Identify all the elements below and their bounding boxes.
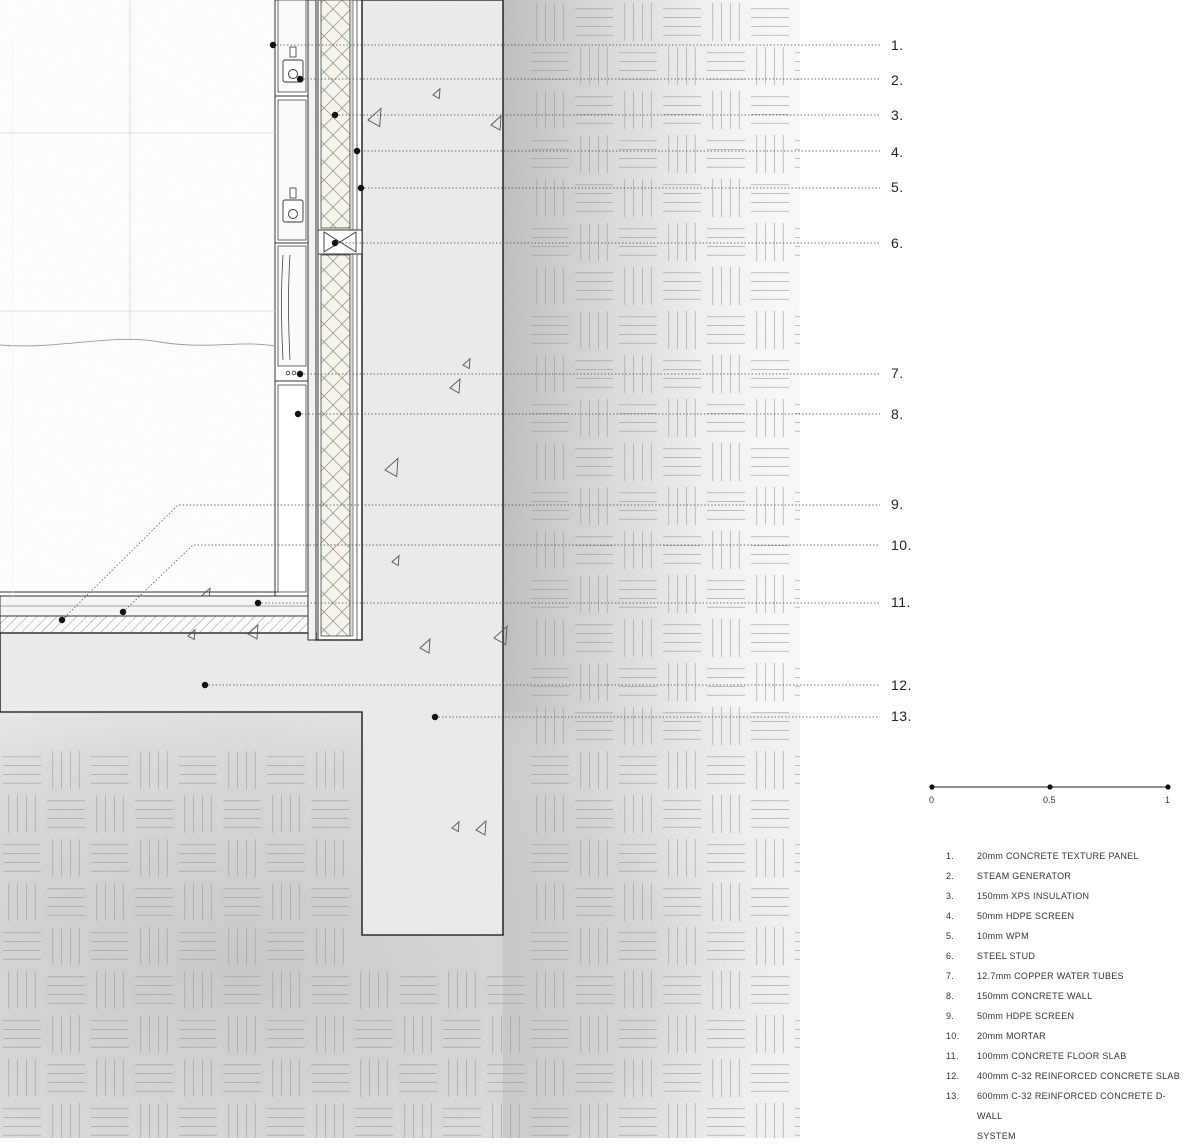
legend-item: 1. 20mm CONCRETE TEXTURE PANEL bbox=[946, 846, 1186, 866]
callout-9: 9. bbox=[891, 496, 904, 512]
legend-text: STEEL STUD bbox=[977, 951, 1036, 961]
legend-text: 150mm XPS INSULATION bbox=[977, 891, 1090, 901]
callout-11: 11. bbox=[891, 594, 911, 610]
callout-5: 5. bbox=[891, 179, 904, 195]
callout-12: 12. bbox=[891, 677, 912, 693]
leader-dot bbox=[254, 599, 262, 607]
legend-item: 11. 100mm CONCRETE FLOOR SLAB bbox=[946, 1046, 1186, 1066]
legend-text: 50mm HDPE SCREEN bbox=[977, 911, 1075, 921]
legend-number: 1. bbox=[946, 851, 955, 861]
leader-line bbox=[122, 544, 880, 613]
legend-item: 8. 150mm CONCRETE WALL bbox=[946, 986, 1186, 1006]
legend-number: 10. bbox=[946, 1031, 960, 1041]
legend-text: 12.7mm COPPER WATER TUBES bbox=[977, 971, 1124, 981]
legend-number: 5. bbox=[946, 931, 955, 941]
callout-4: 4. bbox=[891, 144, 904, 160]
scale-label-half: 0.5 bbox=[1043, 795, 1056, 805]
legend-number: 13. bbox=[946, 1091, 960, 1101]
legend-item: 13. 600mm C-32 REINFORCED CONCRETE D-WALL bbox=[946, 1086, 1186, 1126]
callout-13: 13. bbox=[891, 708, 912, 724]
callout-10: 10. bbox=[891, 537, 912, 553]
scale-bar bbox=[929, 784, 1171, 790]
legend-item: 4. 50mm HDPE SCREEN bbox=[946, 906, 1186, 926]
legend-item: SYSTEM bbox=[946, 1126, 1186, 1146]
legend-text: 20mm CONCRETE TEXTURE PANEL bbox=[977, 851, 1139, 861]
soil-hatch-pattern bbox=[3, 3, 800, 1138]
leader-dot bbox=[331, 239, 339, 247]
leader-dot bbox=[357, 184, 365, 192]
floor-build-up bbox=[0, 595, 317, 634]
callout-2: 2. bbox=[891, 72, 904, 88]
legend-text: 50mm HDPE SCREEN bbox=[977, 1011, 1075, 1021]
leader-dot bbox=[269, 41, 277, 49]
interior-room bbox=[0, 0, 276, 600]
leader-dot bbox=[331, 111, 339, 119]
scale-label-1: 1 bbox=[1165, 795, 1171, 805]
legend-number: 2. bbox=[946, 871, 955, 881]
legend-text: 400mm C-32 REINFORCED CONCRETE SLAB bbox=[977, 1071, 1181, 1081]
legend-text: 10mm WPM bbox=[977, 931, 1029, 941]
legend-number: 4. bbox=[946, 911, 955, 921]
legend-number: 6. bbox=[946, 951, 955, 961]
legend-number bbox=[946, 1126, 977, 1146]
callout-7: 7. bbox=[891, 365, 904, 381]
legend: 1. 20mm CONCRETE TEXTURE PANEL 2. STEAM GE… bbox=[946, 846, 1186, 1146]
wall-layers bbox=[307, 0, 363, 641]
legend-item: 12. 400mm C-32 REINFORCED CONCRETE SLAB bbox=[946, 1066, 1186, 1086]
legend-number: 12. bbox=[946, 1071, 960, 1081]
leader-dot bbox=[296, 370, 304, 378]
callout-6: 6. bbox=[891, 235, 904, 251]
legend-text: SYSTEM bbox=[977, 1131, 1016, 1141]
leader-dot bbox=[431, 713, 439, 721]
leader-lines bbox=[58, 41, 880, 721]
callout-3: 3. bbox=[891, 107, 904, 123]
leader-dot bbox=[119, 608, 127, 616]
legend-text: 150mm CONCRETE WALL bbox=[977, 991, 1093, 1001]
scale-label-0: 0 bbox=[929, 795, 935, 805]
legend-item: 7. 12.7mm COPPER WATER TUBES bbox=[946, 966, 1186, 986]
leader-dot bbox=[296, 75, 304, 83]
leader-dot bbox=[201, 681, 209, 689]
leader-dot bbox=[58, 616, 66, 624]
legend-number: 3. bbox=[946, 891, 955, 901]
legend-text: 100mm CONCRETE FLOOR SLAB bbox=[977, 1051, 1127, 1061]
legend-item: 10. 20mm MORTAR bbox=[946, 1026, 1186, 1046]
legend-item: 5. 10mm WPM bbox=[946, 926, 1186, 946]
legend-number: 9. bbox=[946, 1011, 955, 1021]
legend-text: 20mm MORTAR bbox=[977, 1031, 1046, 1041]
legend-item: 2. STEAM GENERATOR bbox=[946, 866, 1186, 886]
legend-number: 7. bbox=[946, 971, 955, 981]
legend-number: 8. bbox=[946, 991, 955, 1001]
legend-number: 11. bbox=[946, 1051, 959, 1061]
legend-item: 9. 50mm HDPE SCREEN bbox=[946, 1006, 1186, 1026]
interior-panel bbox=[0, 0, 309, 597]
leader-dot bbox=[353, 147, 361, 155]
callout-1: 1. bbox=[891, 37, 904, 53]
leader-line bbox=[61, 504, 880, 621]
legend-text: 600mm C-32 REINFORCED CONCRETE D-WALL bbox=[977, 1091, 1166, 1121]
legend-text: STEAM GENERATOR bbox=[977, 871, 1072, 881]
legend-item: 3. 150mm XPS INSULATION bbox=[946, 886, 1186, 906]
legend-item: 6. STEEL STUD bbox=[946, 946, 1186, 966]
leader-dot bbox=[294, 410, 302, 418]
concrete-aggregate-marks bbox=[187, 87, 508, 836]
callout-8: 8. bbox=[891, 406, 904, 422]
